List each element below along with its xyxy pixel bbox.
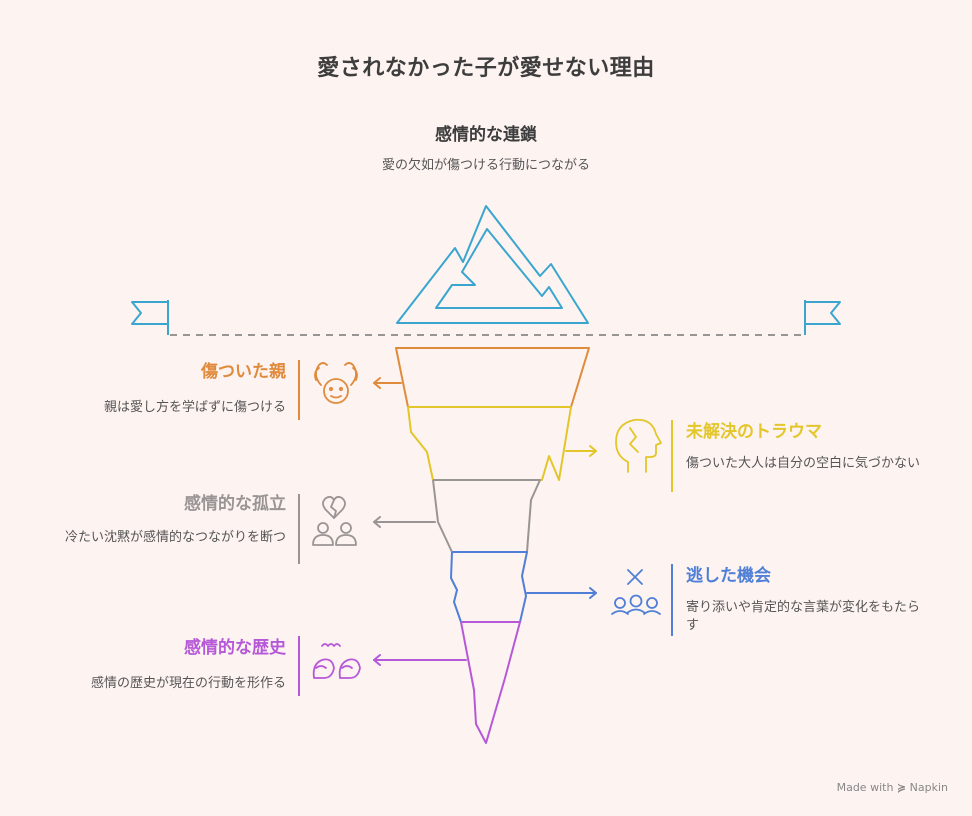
layer-4-band <box>450 551 528 623</box>
two-heads-icon <box>312 643 361 679</box>
credit-brand: Napkin <box>909 781 948 794</box>
layer-5-band <box>460 621 521 744</box>
iceberg-tip <box>396 205 589 324</box>
broken-heart-people-icon <box>312 495 357 546</box>
left-flag-icon <box>131 301 169 325</box>
layer-5-description: 感情の歴史が現在の行動を形作る <box>90 676 286 691</box>
layer-4-description: 寄り添いや肯定的な言葉が変化をもたらす <box>686 600 921 633</box>
layer-1-description: 親は愛し方を学ばずに傷つける <box>103 400 286 415</box>
arrow-layer-4-head <box>589 587 597 599</box>
layer-3-divider <box>298 494 300 564</box>
iceberg-tip-description: 愛の欠如が傷つける行動につながる <box>381 158 590 173</box>
layer-2-band <box>407 406 572 481</box>
layer-4-divider <box>671 564 673 636</box>
layer-5-label: 感情的な歴史 感情の歴史が現在の行動を形作る <box>40 637 286 693</box>
layer-4-heading: 逃した機会 <box>686 566 771 586</box>
hands-head-icon <box>314 362 358 404</box>
waterline <box>131 300 841 336</box>
layer-2-description: 傷ついた大人は自分の空白に気づかない <box>686 456 921 471</box>
arrow-layer-3-head <box>373 516 381 528</box>
arrow-layer-2-head <box>589 445 597 457</box>
layer-3-label: 感情的な孤立 冷たい沈黙が感情的なつながりを断つ <box>40 493 286 547</box>
layer-3-description: 冷たい沈黙が感情的なつながりを断つ <box>64 530 286 545</box>
group-x-icon <box>611 569 661 615</box>
layer-1-heading: 傷ついた親 <box>201 362 286 382</box>
arrow-layer-5-head <box>373 654 381 666</box>
layer-3-heading: 感情的な孤立 <box>184 494 286 514</box>
iceberg-tip-heading: 感情的な連鎖 <box>435 125 537 145</box>
layer-1-label: 傷ついた親 親は愛し方を学ばずに傷つける <box>40 361 286 417</box>
page-title: 愛されなかった子が愛せない理由 <box>317 56 655 81</box>
iceberg-tip-outer <box>396 205 589 324</box>
layer-4-label: 逃した機会 寄り添いや肯定的な言葉が変化をもたらす <box>686 565 926 635</box>
broken-head-icon <box>615 418 662 473</box>
napkin-logo-icon: ≽ <box>896 781 907 794</box>
layer-1-divider <box>298 360 300 420</box>
layer-2-divider <box>671 420 673 492</box>
layer-1-band <box>395 347 590 408</box>
layer-2-label: 未解決のトラウマ 傷ついた大人は自分の空白に気づかない <box>686 421 926 473</box>
credit-prefix: Made with <box>836 781 894 794</box>
right-flag-icon <box>804 301 841 325</box>
arrow-layer-1-head <box>373 377 381 389</box>
napkin-credit[interactable]: Made with ≽ Napkin <box>837 781 948 794</box>
layer-5-divider <box>298 636 300 696</box>
layer-2-heading: 未解決のトラウマ <box>686 422 822 442</box>
layer-5-heading: 感情的な歴史 <box>184 638 286 658</box>
iceberg-tip-inner <box>435 228 563 309</box>
layer-3-band <box>432 479 541 553</box>
